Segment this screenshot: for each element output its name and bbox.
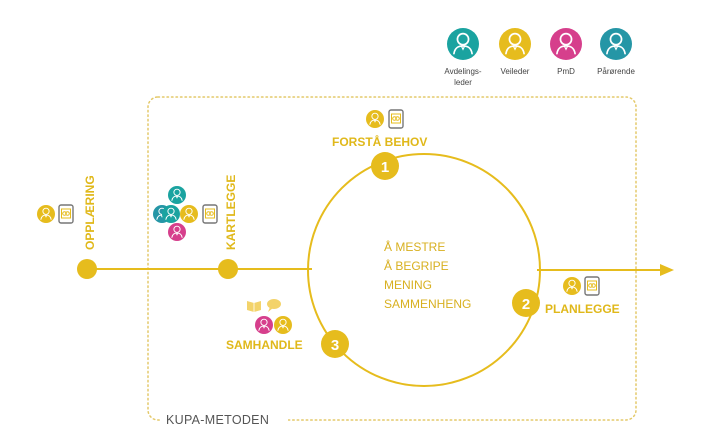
opplaering-dot — [77, 259, 97, 279]
center-text-1: Å MESTRE — [384, 239, 445, 254]
svg-text:leder: leder — [454, 78, 472, 87]
legend-pmd: PmD — [550, 28, 582, 76]
frame-label-gap — [160, 410, 288, 430]
kartlegge-pmd-icon — [168, 223, 186, 241]
svg-text:Pårørende: Pårørende — [597, 67, 635, 76]
svg-text:Avdelings-: Avdelings- — [444, 67, 482, 76]
center-text-2: Å BEGRIPE — [384, 258, 449, 273]
step-3-number: 3 — [331, 337, 339, 354]
step-2-badge — [512, 289, 540, 317]
step-2-tablet-icon — [584, 276, 600, 296]
opplaering-tablet-icon — [58, 204, 74, 224]
legend-avdelingsleder: Avdelings- leder — [444, 28, 482, 87]
legend-parorende: Pårørende — [597, 28, 635, 76]
step-3-label: SAMHANDLE — [226, 338, 303, 352]
kartlegge-label: KARTLEGGE — [224, 175, 238, 250]
step-1-number: 1 — [381, 159, 389, 176]
step-1-badge — [371, 152, 399, 180]
kupa-frame — [147, 96, 637, 421]
arrow-head-icon — [660, 264, 674, 276]
speech-bubble-icon — [267, 299, 281, 312]
step-2-number: 2 — [522, 296, 530, 313]
step-1-veileder-icon — [366, 110, 384, 128]
main-cycle-circle — [307, 153, 541, 387]
step-1-tablet-icon — [388, 109, 404, 129]
kartlegge-dot — [218, 259, 238, 279]
svg-text:PmD: PmD — [557, 67, 575, 76]
kartlegge-veileder-icon — [180, 205, 198, 223]
open-book-icon — [247, 301, 261, 312]
step-3-badge — [321, 330, 349, 358]
center-text-3: MENING — [384, 278, 432, 292]
svg-text:Veileder: Veileder — [501, 67, 530, 76]
kartlegge-avdelingsleder-icon — [168, 186, 186, 204]
kartlegge-tablet-icon — [202, 204, 218, 224]
step-1-label: FORSTÅ BEHOV — [332, 134, 427, 149]
legend-veileder: Veileder — [499, 28, 531, 76]
step-3-pmd-icon — [255, 316, 273, 334]
frame-label: KUPA-METODEN — [166, 413, 269, 427]
opplaering-veileder-icon — [37, 205, 55, 223]
step-2-veileder-icon — [563, 277, 581, 295]
step-3-veileder-icon — [274, 316, 292, 334]
step-2-label: PLANLEGGE — [545, 302, 620, 316]
kartlegge-avdelingsleder-icon-2 — [162, 205, 180, 223]
center-text-4: SAMMENHENG — [384, 297, 471, 311]
opplaering-label: OPPLÆRING — [83, 175, 97, 250]
